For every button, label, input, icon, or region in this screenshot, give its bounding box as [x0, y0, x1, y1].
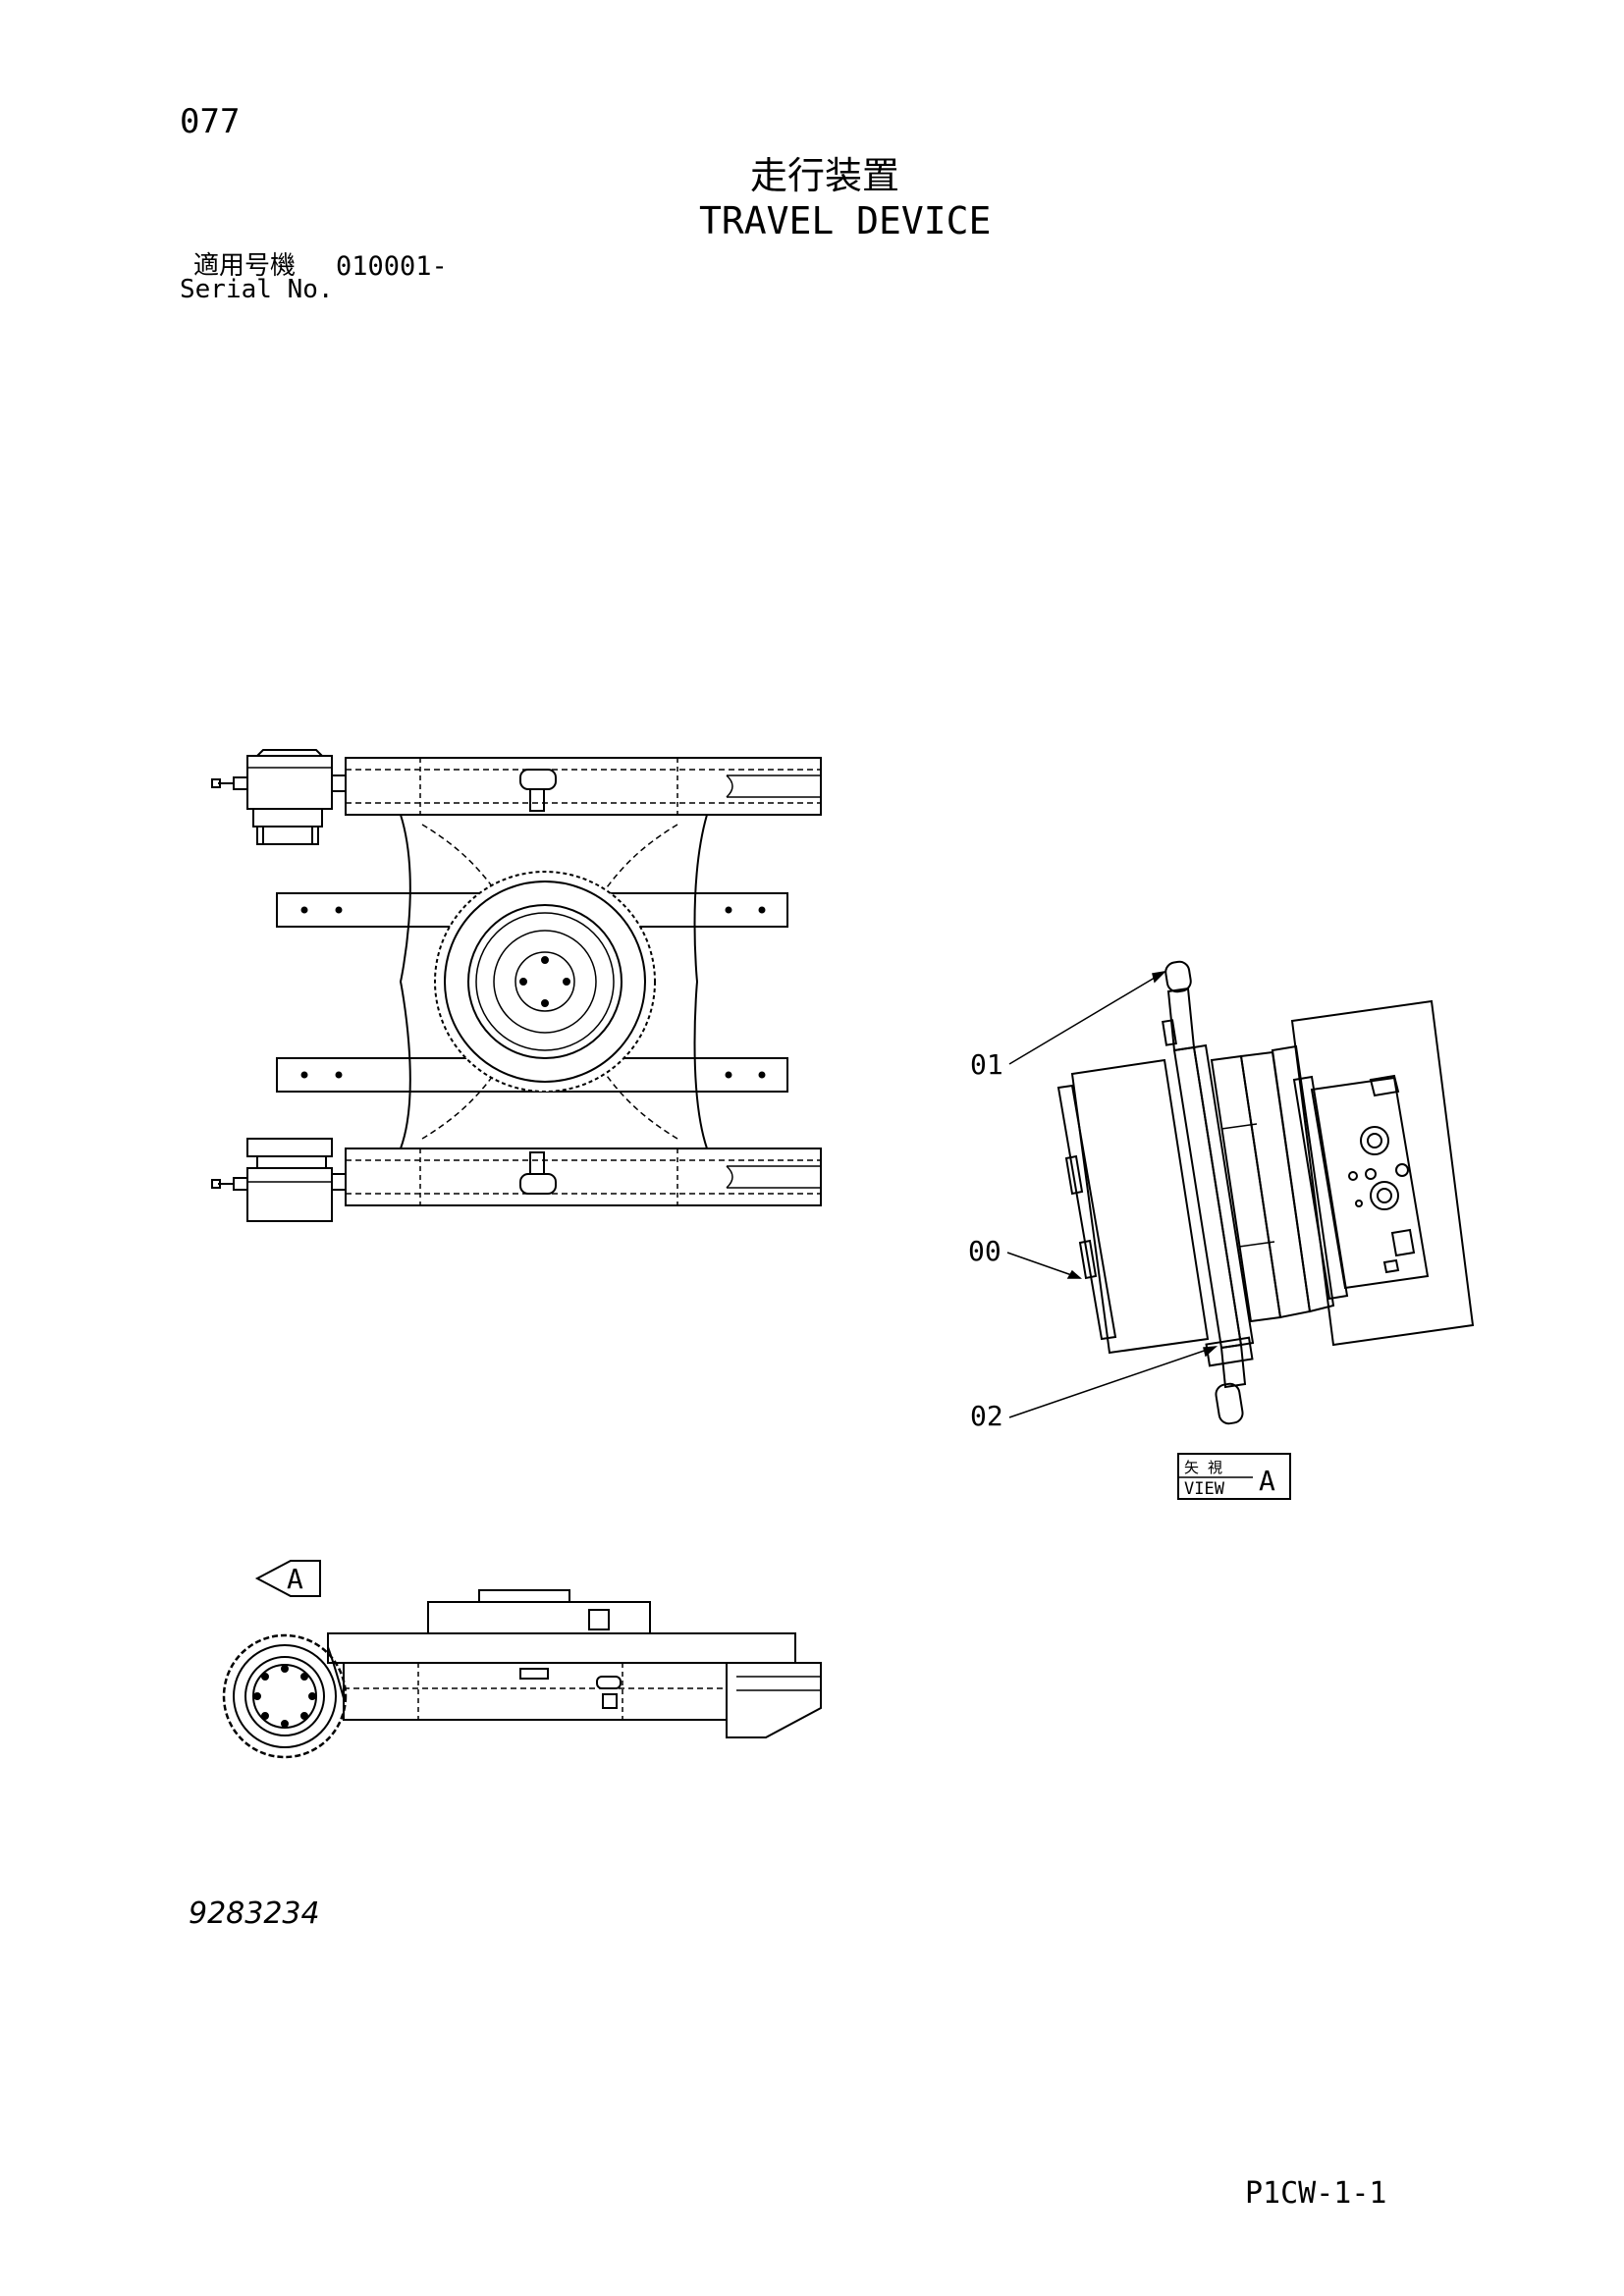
callout-01-leader	[1008, 971, 1165, 1065]
frame-plate	[1290, 999, 1475, 1347]
callout-01: 01	[970, 1048, 1003, 1081]
page-code: P1CW-1-1	[1245, 2176, 1387, 2211]
view-label-english: VIEW	[1184, 1479, 1225, 1499]
travel-device-view-a	[1056, 960, 1475, 1425]
sprocket-ring	[1172, 1045, 1243, 1350]
callout-00: 00	[968, 1235, 1001, 1267]
serial-label-japanese: 適用号機	[193, 251, 297, 281]
track-frame-top-view	[276, 757, 822, 1206]
upper-side-beam	[345, 757, 822, 816]
motor-valve-block	[1310, 1076, 1430, 1290]
callout-02: 02	[970, 1400, 1003, 1432]
drawing-number: 9283234	[189, 1896, 320, 1931]
view-arrow-letter: A	[287, 1563, 303, 1595]
view-label-letter: A	[1259, 1465, 1275, 1497]
undercarriage-side-view: A	[222, 1560, 822, 1759]
gear-housing	[1070, 1058, 1210, 1355]
callout-leaders	[1006, 970, 1218, 1418]
page-number: 077	[180, 102, 241, 141]
callout-00-leader	[1006, 1252, 1081, 1279]
view-a-label: 矢 視 VIEW A	[1177, 1453, 1291, 1500]
view-arrow-a	[254, 1560, 321, 1597]
serial-label-english: Serial No.	[180, 275, 334, 304]
upper-travel-motor	[211, 749, 347, 845]
drive-sprocket	[222, 1633, 348, 1759]
title-japanese: 走行装置	[750, 154, 900, 197]
view-label-japanese: 矢 視	[1184, 1459, 1222, 1476]
title-english: TRAVEL DEVICE	[699, 199, 992, 242]
lower-side-beam	[345, 1148, 822, 1206]
lower-travel-motor	[211, 1138, 347, 1222]
serial-number-value: 010001-	[336, 251, 448, 282]
callout-02-leader	[1008, 1346, 1217, 1418]
